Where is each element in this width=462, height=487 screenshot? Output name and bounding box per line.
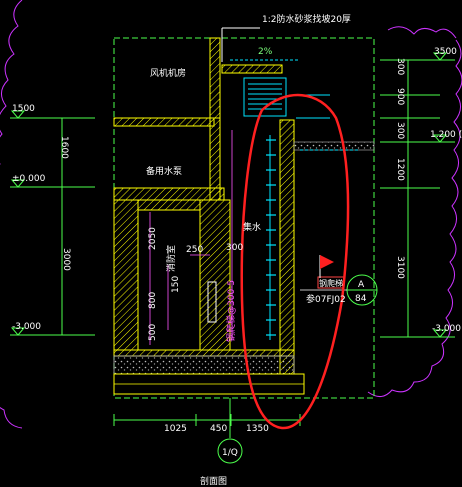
left-level-lines — [10, 110, 95, 336]
dim-150: 150 — [171, 276, 181, 293]
level-left-zero: ±0.000 — [12, 174, 46, 184]
level-left-1500: 1500 — [12, 104, 35, 114]
flag-icon — [319, 255, 334, 278]
dim-right-300a: 300 — [395, 58, 405, 75]
dim-right-3100: 3100 — [395, 256, 405, 279]
room-label-well: 集水 — [243, 221, 261, 233]
section-caption: 剖面图 — [200, 475, 227, 487]
callout-detail-bottom: 84 — [355, 294, 367, 304]
dim-2050: 2050 — [148, 227, 158, 250]
level-right-3500: 3500 — [434, 47, 457, 57]
red-markup-oval — [240, 93, 350, 430]
level-left-minus3: -3.000 — [12, 322, 41, 332]
callout-detail-top: A — [358, 280, 365, 290]
window-opening — [207, 281, 217, 323]
room-label-storage: 消防室 — [165, 245, 177, 272]
axis-grid — [113, 37, 375, 438]
building-walls — [113, 37, 295, 376]
dim-250: 250 — [186, 245, 203, 255]
revision-cloud-left — [0, 0, 23, 429]
revision-cloud-right — [367, 26, 462, 397]
level-right-minus3: -3.000 — [432, 324, 461, 334]
axis-label: 1/Q — [222, 448, 238, 458]
slope-label: 2% — [258, 47, 273, 57]
ladder-vertical-note: 钢爬梯@300-5 — [225, 280, 237, 342]
foundation-slab — [113, 141, 375, 395]
louver-vent — [243, 77, 287, 117]
steel-ladder — [266, 135, 276, 340]
dim-bottom-1350: 1350 — [246, 424, 269, 434]
dim-800: 800 — [148, 292, 158, 309]
callout-label: 钢爬梯 — [319, 278, 343, 288]
dim-right-300b: 300 — [395, 122, 405, 139]
level-right-1200: 1.200 (室外) — [430, 128, 462, 140]
right-level-lines — [380, 52, 455, 338]
dim-left-3000: 3000 — [61, 248, 71, 271]
dim-bottom-1025: 1025 — [164, 424, 187, 434]
axis-bubble[interactable] — [217, 438, 243, 464]
room-label-pump: 备用水泵 — [146, 165, 182, 177]
dim-right-1200: 1200 — [395, 158, 405, 181]
dim-300: 300 — [226, 243, 243, 253]
top-note-leader — [221, 27, 260, 62]
dim-500: 500 — [148, 324, 158, 341]
dim-bottom-450: 450 — [210, 424, 227, 434]
callout-reference: 参07FJ02 — [306, 293, 346, 305]
top-note: 1:2防水砂浆找坡20厚 — [262, 13, 351, 25]
inner-dimension-lines — [149, 130, 233, 345]
dim-left-1600: 1600 — [59, 136, 69, 159]
room-label-fan: 风机机房 — [150, 67, 186, 79]
dim-right-900: 900 — [395, 88, 405, 105]
